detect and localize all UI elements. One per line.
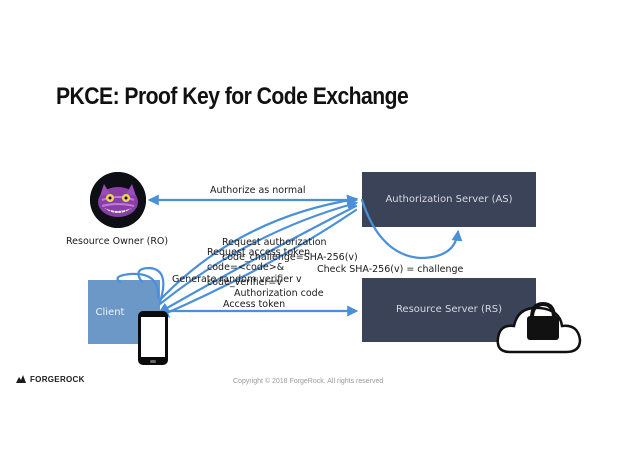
arrow-client-to-owner	[116, 272, 160, 300]
label-generate-verifier: Generate random verifier v	[172, 274, 302, 285]
resource-owner-avatar	[90, 172, 146, 228]
label-code-verifier: code_verifier=v	[207, 277, 282, 288]
authorization-server-box: Authorization Server (AS)	[362, 172, 536, 227]
resource-server-label: Resource Server (RS)	[395, 304, 503, 315]
arrow-client-loop	[137, 266, 165, 304]
label-authorize-as-normal: Authorize as normal	[210, 185, 306, 196]
phone-screen	[141, 317, 165, 357]
arrow-authorization-code	[158, 204, 358, 314]
resource-owner-label: Resource Owner (RO)	[66, 236, 169, 247]
cheshire-cat-icon	[90, 172, 146, 228]
forgerock-logo-icon	[16, 375, 26, 383]
label-access-token: Access token	[223, 299, 286, 310]
forgerock-brand-text: FORGEROCK	[30, 374, 85, 384]
arrow-request-access-token	[158, 200, 359, 306]
label-request-authorization: Request authorization	[222, 237, 327, 248]
mobile-phone-icon	[138, 311, 168, 365]
copyright-notice: Copyright © 2018 ForgeRock. All rights r…	[233, 378, 384, 385]
arrow-access-token-return	[157, 208, 358, 318]
arrow-request-authorization	[158, 194, 359, 302]
label-request-access-token: Request access token	[207, 247, 311, 258]
label-authorization-code: Authorization code	[234, 288, 324, 299]
slide-title: PKCE: Proof Key for Code Exchange	[56, 83, 409, 110]
arrow-check-loop	[360, 198, 463, 260]
phone-home-button	[150, 360, 156, 363]
cloud-lock-icon	[496, 301, 582, 354]
label-code-param: code=<code>&	[207, 262, 285, 273]
label-check-sha: Check SHA-256(v) = challenge	[317, 264, 464, 275]
client-label: Client	[95, 306, 125, 318]
label-code-challenge: code_challenge=SHA-256(v)	[222, 252, 358, 263]
authorization-server-label: Authorization Server (AS)	[385, 194, 513, 205]
forgerock-logo: FORGEROCK	[15, 374, 85, 384]
